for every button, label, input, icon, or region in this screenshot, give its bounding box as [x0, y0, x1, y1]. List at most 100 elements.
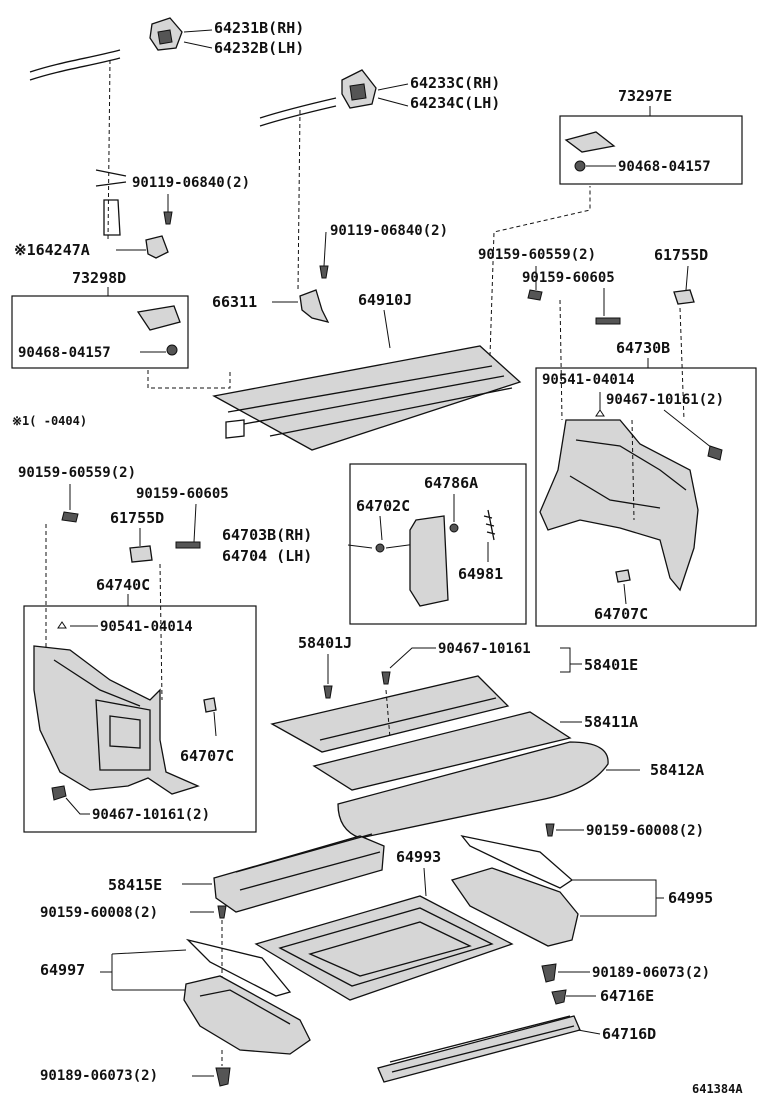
quarter-trim-right [539, 419, 699, 592]
clip-90159-60559-left [61, 511, 79, 523]
label-64740C: 64740C [96, 576, 150, 594]
clip-90467-left [51, 785, 67, 801]
label-64247A: ※164247A [14, 241, 90, 259]
label-58401E: 58401E [584, 656, 638, 674]
bolt-90119-b [319, 265, 329, 279]
leader-90159-60605-left [193, 503, 197, 543]
leader-64702C [379, 515, 383, 541]
clip-90159-60559-right [527, 289, 543, 301]
side-box-64995 [450, 867, 579, 947]
cover-cap-left [136, 305, 181, 331]
bolt-90159-60008-left [217, 905, 227, 919]
leader-90467-right [663, 409, 713, 449]
belt-buckle-left [103, 199, 121, 236]
quarter-trim-left [33, 645, 200, 795]
label-90467-right: 90467-10161(2) [606, 392, 724, 408]
clip-64716E [551, 989, 567, 1005]
belt-strap-center [297, 109, 301, 291]
anchor-cover-left [29, 17, 213, 81]
leader-90467-left [65, 797, 90, 815]
access-cover-64703B [409, 515, 449, 607]
clip-90467-right [707, 445, 723, 461]
box-side-58415E-detail [235, 833, 381, 891]
bolt-90159-60605-right [595, 317, 621, 325]
leader-64707C-left [213, 711, 217, 737]
storage-tray-64993 [254, 895, 514, 1001]
leader-64703B [347, 544, 373, 549]
label-64910J: 64910J [358, 291, 412, 309]
label-64702C: 64702C [356, 497, 410, 515]
label-64234C: 64234C(LH) [410, 94, 500, 112]
arrow-90541-right [595, 409, 605, 417]
label-58415E: 58415E [108, 876, 162, 894]
box-73298D [11, 295, 189, 369]
leader-90467-center [389, 647, 436, 669]
label-64232B: 64232B(LH) [214, 39, 304, 57]
label-90468-right: 90468-04157 [618, 159, 711, 175]
clip-right-cap [574, 160, 586, 172]
anchor-cover-center [259, 69, 409, 127]
bracket-58401E [560, 647, 571, 673]
bolt-58401J [323, 685, 333, 699]
box-64740C [23, 605, 257, 833]
label-64993: 64993 [396, 848, 441, 866]
bracket-64995 [572, 879, 657, 917]
belt-strap-left [107, 59, 111, 241]
bolt-90189-left [215, 1067, 231, 1087]
label-64981: 64981 [458, 565, 503, 583]
label-90159-60605-left: 90159-60605 [136, 486, 229, 502]
leader-64716D [577, 1029, 601, 1035]
dash-tonneau-left [147, 370, 231, 389]
label-64786A: 64786A [424, 474, 478, 492]
label-90189-left: 90189-06073(2) [40, 1068, 158, 1084]
leader-90119-b [323, 231, 327, 267]
scuff-plate-detail [389, 1015, 575, 1073]
spring-64981 [483, 509, 496, 541]
label-90159-60008-right: 90159-60008(2) [586, 823, 704, 839]
dash-tonneau-right [489, 186, 591, 357]
side-box-64997 [183, 975, 311, 1055]
leader-64910J [383, 309, 391, 349]
note-1: ※1( -0404) [12, 414, 87, 428]
label-64716D: 64716D [602, 1025, 656, 1043]
label-64703B: 64703B(RH) [222, 526, 312, 544]
deck-board-58401E-edge [319, 697, 497, 741]
label-90159-60559-left: 90159-60559(2) [18, 465, 136, 481]
arrow-90541-left [57, 621, 67, 629]
bracket-64997-upper [185, 938, 292, 997]
label-90467-left: 90467-10161(2) [92, 807, 210, 823]
label-90159-60559-right: 90159-60559(2) [478, 247, 596, 263]
bolt-90189-right [541, 963, 557, 983]
cover-cap-right [564, 131, 616, 153]
label-90467-center: 90467-10161 [438, 641, 531, 657]
leader-61755D-right [685, 265, 689, 291]
hook-61755D-left [129, 545, 153, 563]
clip-64702C [375, 543, 385, 553]
label-64716E: 64716E [600, 987, 654, 1005]
side-box-64997-detail [199, 989, 291, 1025]
box-73297E [559, 115, 743, 185]
bolt-90159-60605-left [175, 541, 201, 549]
leader-64993 [423, 867, 427, 897]
belt-guide-left [95, 169, 127, 187]
label-58411A: 58411A [584, 713, 638, 731]
dash-right-hook [679, 307, 685, 421]
bracket-64995-upper [460, 835, 574, 889]
label-61755D-right: 61755D [654, 246, 708, 264]
bracket-64247A [145, 235, 169, 259]
label-90541-left: 90541-04014 [100, 619, 193, 635]
label-90189-right: 90189-06073(2) [592, 965, 710, 981]
bolt-90119-a [163, 211, 173, 225]
storage-tray-floor [308, 921, 472, 977]
bracket-64997 [100, 949, 187, 991]
label-90541-right: 90541-04014 [542, 372, 635, 388]
bracket-66311 [299, 289, 330, 323]
label-90159-60008-left: 90159-60008(2) [40, 905, 158, 921]
label-64997: 64997 [40, 961, 85, 979]
deck-board-58401E [270, 675, 510, 753]
clip-64707C-right [615, 569, 631, 583]
label-64233C: 64233C(RH) [410, 74, 500, 92]
label-66311: 66311 [212, 293, 257, 311]
label-73297E: 73297E [618, 87, 672, 105]
